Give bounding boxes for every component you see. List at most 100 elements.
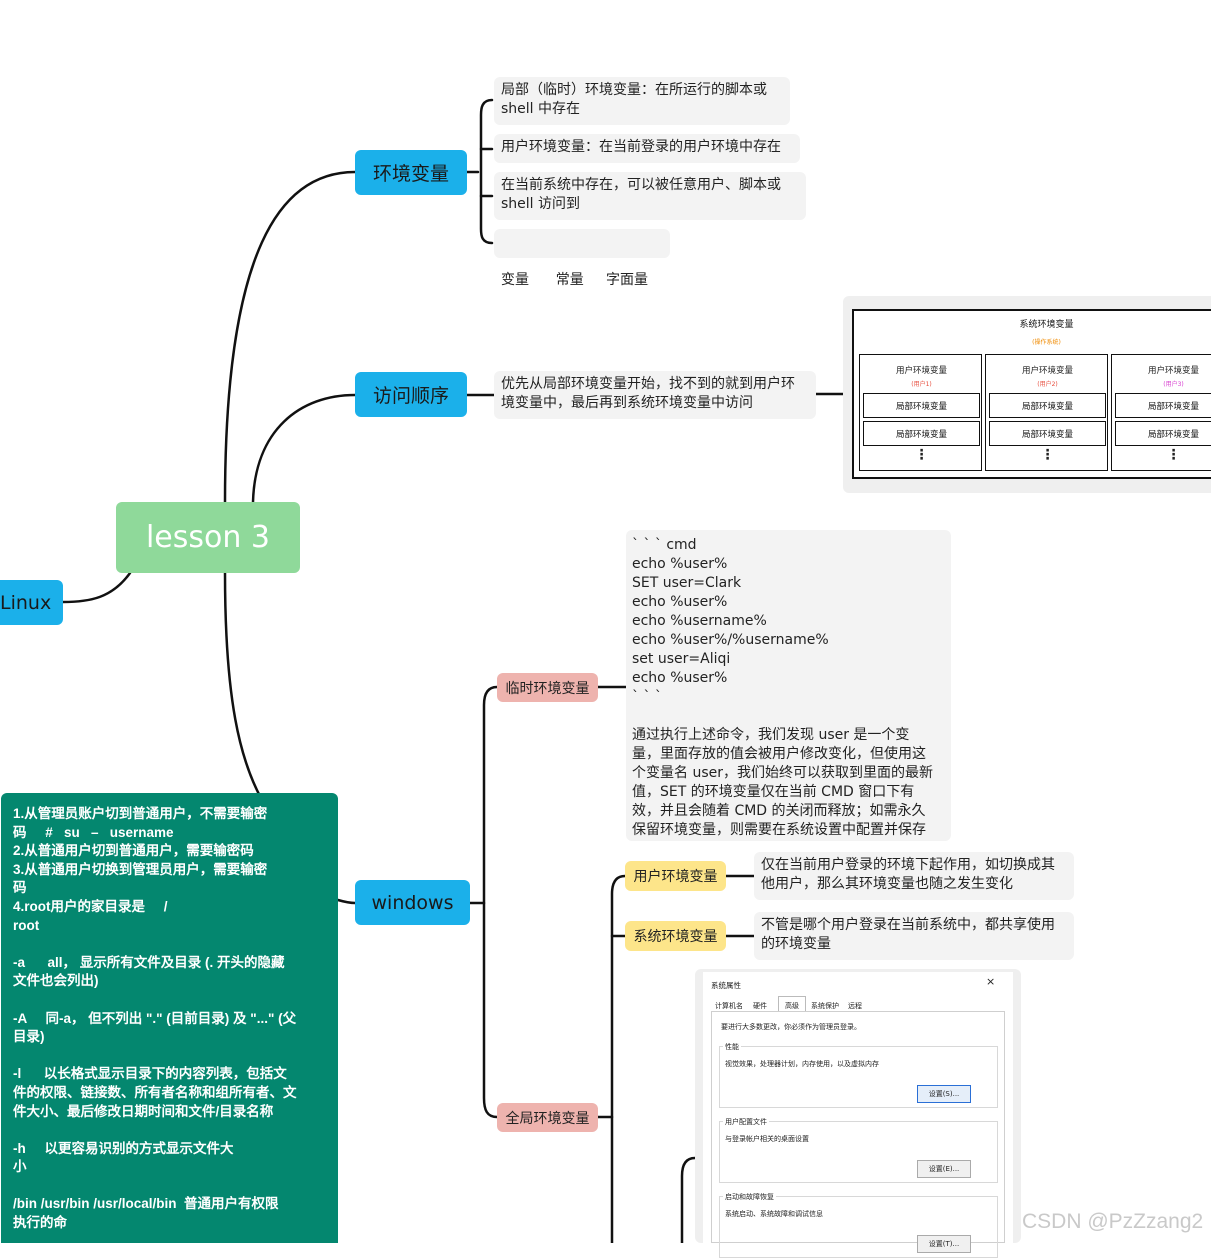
linux-notes-content: 1.从管理员账户切到普通用户，不需要输密 码 # su – username 2… <box>13 805 326 1233</box>
user-env-label: 用户环境变量 <box>1021 366 1073 376</box>
code-line: ` ` ` cmd <box>632 537 697 553</box>
topic-user-env[interactable]: 用户环境变量 <box>625 861 726 891</box>
env-item-local[interactable]: 局部（临时）环境变量：在所运行的脚本或 shell 中存在 <box>494 77 790 125</box>
topic-env-vars-label: 环境变量 <box>372 163 449 185</box>
system-env-subtitle: (操作系统) <box>1032 339 1061 346</box>
local-env-cell: 局部环境变量 <box>989 393 1106 418</box>
local-env-cell: 局部环境变量 <box>1115 421 1211 446</box>
topic-sys-env-label: 系统环境变量 <box>633 929 718 945</box>
note-paragraph: /bin /usr/bin /usr/local/bin 普通用户有权限 执行的… <box>13 1196 279 1231</box>
env-item-system[interactable]: 在当前系统中存在，可以被任意用户、脚本或 shell 访问到 <box>494 172 806 220</box>
root-label: lesson 3 <box>145 520 271 555</box>
env-item-user[interactable]: 用户环境变量：在当前登录的用户环境中存在 <box>494 134 800 163</box>
topic-linux-label: Linux <box>0 591 52 614</box>
performance-title: 性能 <box>723 1042 741 1052</box>
topic-global-env-label: 全局环境变量 <box>505 1110 590 1127</box>
env-item-user-text: 用户环境变量：在当前登录的用户环境中存在 <box>501 139 781 155</box>
topic-linux[interactable]: Linux <box>0 580 63 625</box>
user-profile-title: 用户配置文件 <box>723 1117 769 1127</box>
system-properties-dialog: 系统属性 × 计算机名 硬件 高级 系统保护 远程 要进行大多数更改，你必须作为… <box>703 972 1013 1258</box>
topic-global-env[interactable]: 全局环境变量 <box>497 1103 598 1132</box>
system-env-box: 系统环境变量 (操作系统) 用户环境变量 (用户1) 局部环境变量 局部环境变量… <box>852 309 1211 479</box>
user-env-desc-line1: 仅在当前用户登录的环境下起作用，如切换成其 <box>761 857 1055 873</box>
performance-group: 性能 视觉效果，处理器计划，内存使用，以及虚拟内存 设置(S)... <box>719 1042 998 1108</box>
system-properties-image: 系统属性 × 计算机名 硬件 高级 系统保护 远程 要进行大多数更改，你必须作为… <box>695 969 1021 1258</box>
sys-env-desc[interactable]: 不管是哪个用户登录在当前系统中，都共享使用 的环境变量 <box>754 912 1074 960</box>
temp-env-desc: 通过执行上述命令，我们发现 user 是一个变量，里面存放的值会被用户修改变化，… <box>632 726 945 840</box>
access-order-text[interactable]: 优先从局部环境变量开始，找不到的就到用户环 境变量中，最后再到系统环境变量中访问 <box>494 371 816 419</box>
user-env-desc[interactable]: 仅在当前用户登录的环境下起作用，如切换成其 他用户，那么其环境变量也随之发生变化 <box>754 852 1074 900</box>
note-paragraph: -a all， 显示所有文件及目录 (. 开头的隐藏 文件也会列出) <box>13 954 285 989</box>
desc-line: 效，并且会随着 CMD 的关闭而释放；如需永久 <box>632 803 926 819</box>
local-env-cell: 局部环境变量 <box>989 421 1106 446</box>
local-env-cell: 局部环境变量 <box>863 421 980 446</box>
access-order-line1: 优先从局部环境变量开始，找不到的就到用户环 <box>501 376 795 392</box>
advanced-tab-panel: 要进行大多数更改，你必须作为管理员登录。 性能 视觉效果，处理器计划，内存使用，… <box>711 1011 1005 1258</box>
note-paragraph: -h 以更容易识别的方式显示文件大 小 <box>13 1140 234 1175</box>
more-dots: ⋮ <box>1166 447 1181 463</box>
code-line: SET user=Clark <box>632 575 742 591</box>
more-dots: ⋮ <box>1040 447 1055 463</box>
user-env-tag: (用户3) <box>1163 381 1184 388</box>
user-env-label: 用户环境变量 <box>895 366 947 376</box>
tab-system-protection[interactable]: 系统保护 <box>811 1002 839 1010</box>
desc-line: 量，里面存放的值会被用户修改变化，但使用这 <box>632 746 926 762</box>
desc-line: 通过执行上述命令，我们发现 user 是一个变 <box>632 727 910 743</box>
startup-recovery-title: 启动和故障恢复 <box>723 1192 776 1202</box>
code-line: set user=Aliqi <box>632 651 731 667</box>
user-env-column: 用户环境变量 (用户3) 局部环境变量 局部环境变量 ⋮ <box>1111 354 1211 471</box>
user-env-label: 用户环境变量 <box>1147 366 1199 376</box>
topic-windows-label: windows <box>371 891 454 914</box>
code-line: echo %username% <box>632 613 767 629</box>
user-env-tag: (用户1) <box>911 381 932 388</box>
env-hierarchy-image: 系统环境变量 (操作系统) 用户环境变量 (用户1) 局部环境变量 局部环境变量… <box>843 296 1211 493</box>
local-env-cell: 局部环境变量 <box>863 393 980 418</box>
topic-temp-env-label: 临时环境变量 <box>505 680 590 697</box>
sys-env-desc-line1: 不管是哪个用户登录在当前系统中，都共享使用 <box>761 917 1055 933</box>
startup-recovery-text: 系统启动、系统故障和调试信息 <box>725 1210 823 1218</box>
watermark: CSDN @PzZzang2 <box>1022 1210 1204 1233</box>
topic-windows[interactable]: windows <box>355 880 470 925</box>
code-line: echo %user% <box>632 594 728 610</box>
more-dots: ⋮ <box>914 447 929 463</box>
tab-advanced[interactable]: 高级 <box>778 996 806 1011</box>
code-line: echo %user%/%username% <box>632 632 829 648</box>
env-item-system-line2: shell 访问到 <box>501 196 581 212</box>
tab-remote[interactable]: 远程 <box>848 1002 862 1010</box>
user-env-column: 用户环境变量 (用户1) 局部环境变量 局部环境变量 ⋮ <box>859 354 982 471</box>
tab-advanced-label: 高级 <box>785 1002 799 1010</box>
topic-sys-env[interactable]: 系统环境变量 <box>625 921 726 951</box>
env-item-local-line2: shell 中存在 <box>501 101 581 117</box>
linux-notes-card[interactable]: 1.从管理员账户切到普通用户，不需要输密 码 # su – username 2… <box>1 793 338 1243</box>
env-item-local-line1: 局部（临时）环境变量：在所运行的脚本或 <box>501 82 767 98</box>
temp-env-code: ` ` ` cmd echo %user% SET user=Clark echo %… <box>632 536 945 707</box>
topic-user-env-label: 用户环境变量 <box>633 869 718 885</box>
dialog-close-icon[interactable]: × <box>986 975 996 988</box>
code-line: echo %user% <box>632 556 728 572</box>
startup-recovery-settings-button[interactable]: 设置(T)... <box>917 1235 971 1253</box>
topic-access-order-label: 访问顺序 <box>372 385 449 407</box>
env-item-kinds[interactable]: 变量 常量 字面量 <box>494 229 670 288</box>
performance-settings-button[interactable]: 设置(S)... <box>917 1085 971 1103</box>
desc-line: 保留环境变量，则需要在系统设置中配置并保存 <box>632 822 926 838</box>
performance-text: 视觉效果，处理器计划，内存使用，以及虚拟内存 <box>725 1060 879 1068</box>
local-env-cell: 局部环境变量 <box>1115 393 1211 418</box>
root-topic[interactable]: lesson 3 <box>116 502 300 573</box>
note-paragraph: 1.从管理员账户切到普通用户，不需要输密 码 # su – username 2… <box>13 806 268 933</box>
desc-line: 个变量名 user，我们始终可以获取到里面的最新 <box>632 765 933 781</box>
topic-env-vars[interactable]: 环境变量 <box>355 150 467 195</box>
sys-env-desc-line2: 的环境变量 <box>761 936 831 952</box>
temp-env-note[interactable]: ` ` ` cmd echo %user% SET user=Clark echo %… <box>626 530 951 841</box>
note-paragraph: -A 同-a， 但不列出 "." (目前目录) 及 "..." (父 目录) <box>13 1010 297 1045</box>
user-env-column: 用户环境变量 (用户2) 局部环境变量 局部环境变量 ⋮ <box>985 354 1108 471</box>
tab-hardware[interactable]: 硬件 <box>753 1002 767 1010</box>
tab-computer-name[interactable]: 计算机名 <box>715 1002 743 1010</box>
dialog-title: 系统属性 <box>711 981 741 990</box>
env-item-kinds-text: 变量 常量 字面量 <box>501 272 648 288</box>
topic-temp-env[interactable]: 临时环境变量 <box>497 673 598 702</box>
topic-access-order[interactable]: 访问顺序 <box>355 372 467 417</box>
access-order-line2: 境变量中，最后再到系统环境变量中访问 <box>501 395 753 411</box>
user-profile-settings-button[interactable]: 设置(E)... <box>917 1160 971 1178</box>
user-profile-group: 用户配置文件 与登录帐户相关的桌面设置 设置(E)... <box>719 1117 998 1183</box>
